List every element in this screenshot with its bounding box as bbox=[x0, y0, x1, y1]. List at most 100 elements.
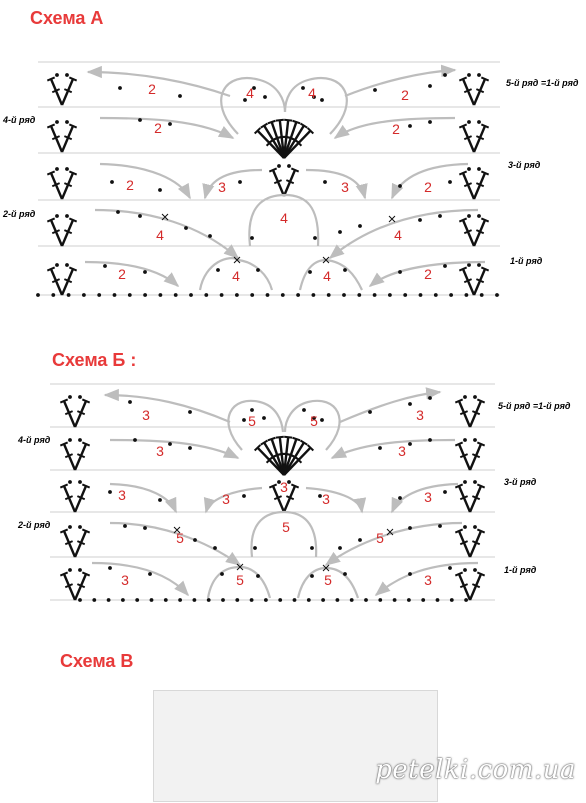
chain-stitch-dot bbox=[313, 236, 317, 240]
chain-count-label: 3 bbox=[142, 407, 150, 423]
chain-stitch-dot bbox=[443, 73, 447, 77]
chain-arch bbox=[250, 510, 318, 558]
chain-stitch-dot bbox=[158, 188, 162, 192]
scheme-v-swatch bbox=[153, 690, 438, 802]
chain-stitch-dot bbox=[108, 490, 112, 494]
chain-stitch-dot bbox=[103, 264, 107, 268]
chain-stitch-dot bbox=[65, 214, 69, 218]
double-crochet-stitch bbox=[46, 123, 64, 153]
scheme-b-row4-label: 4-й ряд bbox=[18, 435, 51, 445]
chain-stitch-dot bbox=[36, 293, 40, 297]
double-crochet-stitch bbox=[46, 217, 64, 247]
double-crochet-stitch bbox=[60, 123, 78, 153]
direction-arrow bbox=[103, 388, 231, 424]
chain-stitch-dot bbox=[163, 598, 168, 602]
chain-count-label: 3 bbox=[118, 487, 126, 503]
chain-stitch-dot bbox=[421, 598, 426, 602]
double-crochet-stitch bbox=[458, 123, 476, 153]
chain-stitch-dot bbox=[326, 293, 331, 297]
chain-stitch-dot bbox=[318, 494, 322, 498]
chain-stitch-dot bbox=[262, 416, 266, 420]
chain-stitch-dot bbox=[342, 293, 346, 297]
chain-stitch-dot bbox=[188, 446, 192, 450]
chain-count-label: 3 bbox=[416, 407, 424, 423]
chain-count-label: 3 bbox=[121, 572, 129, 588]
double-crochet-stitch bbox=[472, 217, 490, 247]
scheme-a-row2-label: 2-й ряд bbox=[3, 209, 36, 219]
double-crochet-stitch bbox=[268, 483, 286, 513]
chain-stitch-dot bbox=[256, 574, 260, 578]
chain-stitch-dot bbox=[443, 264, 447, 268]
chain-stitch-dot bbox=[463, 395, 467, 399]
chain-stitch-dot bbox=[323, 180, 327, 184]
chain-stitch-dot bbox=[108, 566, 112, 570]
chain-stitch-dot bbox=[221, 598, 225, 602]
double-crochet-stitch bbox=[454, 483, 472, 513]
chain-stitch-dot bbox=[320, 98, 324, 102]
chain-stitch-dot bbox=[428, 396, 432, 400]
chain-stitch-dot bbox=[65, 167, 69, 171]
direction-arrow bbox=[324, 521, 463, 566]
scheme-a-title: Схема А bbox=[30, 8, 104, 28]
chain-count-label: 3 bbox=[222, 491, 230, 507]
chain-stitch-dot bbox=[168, 442, 172, 446]
double-crochet-stitch bbox=[472, 76, 490, 106]
chain-stitch-dot bbox=[463, 480, 467, 484]
chain-arch bbox=[198, 257, 274, 291]
chain-stitch-dot bbox=[278, 598, 283, 602]
chain-stitch-dot bbox=[467, 120, 471, 124]
double-crochet-stitch bbox=[468, 441, 486, 471]
chain-count-label: 5 bbox=[236, 572, 244, 588]
double-crochet-stitch bbox=[472, 266, 490, 296]
double-crochet-stitch bbox=[458, 170, 476, 200]
chain-stitch-dot bbox=[448, 180, 452, 184]
chain-stitch-dot bbox=[178, 94, 182, 98]
chain-stitch-dot bbox=[219, 293, 224, 297]
chain-arch bbox=[283, 399, 341, 451]
chain-stitch-dot bbox=[310, 574, 314, 578]
chain-stitch-dot bbox=[68, 568, 72, 572]
chain-stitch-dot bbox=[193, 538, 197, 542]
chain-stitch-dot bbox=[398, 184, 402, 188]
chain-stitch-dot bbox=[68, 525, 72, 529]
direction-arrow bbox=[390, 162, 469, 200]
chain-stitch-dot bbox=[464, 598, 468, 602]
chain-count-label: 5 bbox=[248, 413, 256, 429]
chain-count-label: 5 bbox=[324, 572, 332, 588]
chain-stitch-dot bbox=[55, 73, 59, 77]
chain-stitch-dot bbox=[473, 525, 477, 529]
chain-stitch-dot bbox=[149, 598, 154, 602]
chain-stitch-dot bbox=[378, 598, 383, 602]
double-crochet-stitch bbox=[454, 441, 472, 471]
chain-stitch-dot bbox=[463, 568, 467, 572]
chain-stitch-dot bbox=[418, 218, 422, 222]
chain-stitch-dot bbox=[243, 98, 247, 102]
scheme-b-row5-label: 5-й ряд =1-й ряд bbox=[498, 401, 571, 411]
chain-stitch-dot bbox=[311, 293, 316, 297]
double-crochet-stitch bbox=[282, 167, 300, 197]
chain-stitch-dot bbox=[68, 438, 72, 442]
double-crochet-stitch bbox=[46, 170, 64, 200]
chain-stitch-dot bbox=[158, 293, 163, 297]
chain-stitch-dot bbox=[477, 214, 481, 218]
double-crochet-stitch bbox=[73, 528, 91, 558]
double-crochet-stitch bbox=[46, 76, 64, 106]
chain-stitch-dot bbox=[78, 525, 82, 529]
chain-stitch-dot bbox=[388, 293, 392, 297]
chain-count-label: 3 bbox=[424, 489, 432, 505]
chain-stitch-dot bbox=[173, 293, 178, 297]
join-point-mark bbox=[233, 256, 241, 264]
chain-stitch-dot bbox=[358, 538, 362, 542]
scheme-a-row1-label: 1-й ряд bbox=[510, 256, 543, 266]
double-crochet-stitch bbox=[73, 441, 91, 471]
double-crochet-stitch bbox=[60, 76, 78, 106]
chain-stitch-dot bbox=[464, 293, 469, 297]
chain-stitch-dot bbox=[378, 446, 382, 450]
double-crochet-stitch bbox=[454, 398, 472, 428]
double-crochet-stitch bbox=[60, 170, 78, 200]
chain-stitch-dot bbox=[407, 598, 411, 602]
chain-count-label: 5 bbox=[376, 530, 384, 546]
chain-stitch-dot bbox=[473, 395, 477, 399]
scheme-b-row2-label: 2-й ряд bbox=[18, 520, 51, 530]
chain-stitch-dot bbox=[66, 293, 71, 297]
